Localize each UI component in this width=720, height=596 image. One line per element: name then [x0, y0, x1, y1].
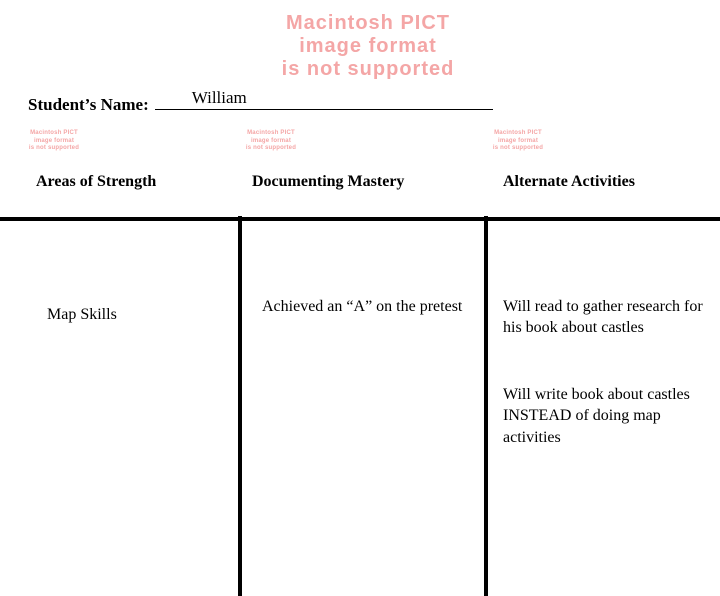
student-name-value: William: [191, 88, 247, 107]
table-row: Map Skills Achieved an “A” on the pretes…: [0, 216, 720, 596]
table-header-documenting-mastery: Documenting Mastery: [252, 173, 405, 190]
column-divider-2: [484, 216, 488, 596]
cell-areas-of-strength: Map Skills: [47, 304, 227, 325]
student-name-label: Student’s Name:: [28, 95, 149, 114]
strengths-table: Areas of Strength Documenting Mastery Al…: [0, 160, 720, 596]
broken-image-placeholder-col3: Macintosh PICT image format is not suppo…: [492, 130, 544, 151]
student-name-blank: William: [154, 88, 493, 110]
table-header-areas-of-strength: Areas of Strength: [36, 173, 157, 190]
student-name-row: Student’s Name: William: [28, 88, 493, 115]
cell-alternate-activities-text-1: Will read to gather research for his boo…: [503, 298, 703, 337]
cell-alternate-activities-2: Will write book about castles INSTEAD of…: [503, 384, 708, 448]
cell-documenting-mastery: Achieved an “A” on the pretest: [262, 296, 467, 317]
column-divider-1: [238, 216, 242, 596]
cell-alternate-activities-text-2: Will write book about castles INSTEAD of…: [503, 386, 690, 446]
broken-image-placeholder-top: Macintosh PICT image format is not suppo…: [281, 12, 455, 80]
table-header-alternate-activities: Alternate Activities: [503, 173, 635, 190]
broken-image-placeholder-col1: Macintosh PICT image format is not suppo…: [28, 130, 80, 151]
header-divider-rule: [0, 217, 720, 221]
cell-areas-of-strength-text: Map Skills: [47, 306, 117, 323]
broken-image-placeholder-col2: Macintosh PICT image format is not suppo…: [245, 130, 297, 151]
cell-documenting-mastery-text: Achieved an “A” on the pretest: [262, 298, 463, 315]
cell-alternate-activities-1: Will read to gather research for his boo…: [503, 296, 703, 339]
table-header-row: Areas of Strength Documenting Mastery Al…: [0, 160, 720, 221]
